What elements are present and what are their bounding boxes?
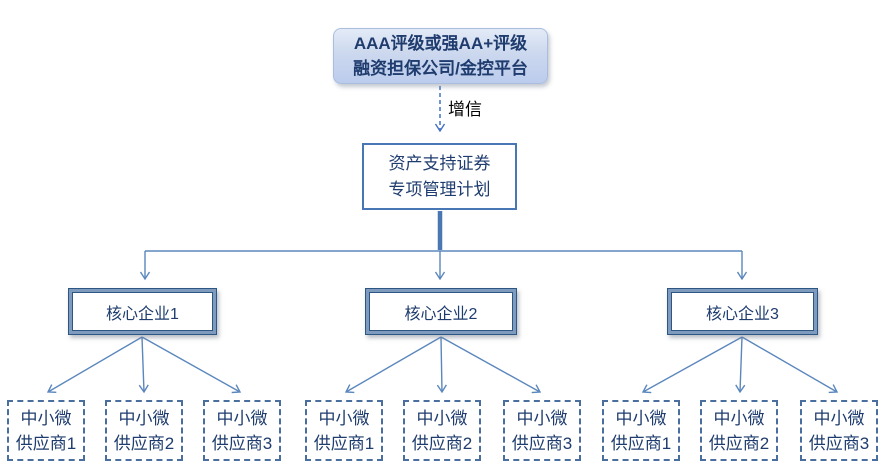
- supplier-line1: 中小微: [813, 408, 865, 428]
- arrow-core2-supplier2: [436, 336, 447, 394]
- arrow-core2-supplier3: [440, 336, 542, 394]
- arrow-core1-supplier1: [46, 336, 143, 394]
- arrow-core3-supplier2: [735, 336, 746, 394]
- core-enterprise-label-3: 核心企业3: [706, 305, 779, 323]
- abs-plan-box: 资产支持证券 专项管理计划: [362, 143, 517, 210]
- supplier-line1: 中小微: [713, 408, 765, 428]
- credit-enhancement-label: 增信: [448, 100, 482, 119]
- core-enterprise-label-2: 核心企业2: [404, 305, 478, 323]
- supplier-line1: 中小微: [416, 408, 468, 428]
- arrow-core3-supplier1: [641, 336, 743, 394]
- supplier-line1: 中小微: [118, 408, 170, 428]
- guarantor-line1: AAA评级或强AA+评级: [353, 34, 528, 53]
- supplier-line2: 供应商3: [211, 433, 273, 453]
- arrow-core2-supplier1: [344, 336, 442, 394]
- supplier-box-3-2: 中小微 供应商2: [700, 400, 778, 461]
- supplier-line2: 供应商1: [15, 433, 77, 453]
- supplier-line2: 供应商1: [610, 433, 672, 453]
- core-enterprise-box-1: 核心企业1: [68, 288, 217, 335]
- supplier-line2: 供应商3: [511, 433, 573, 453]
- supplier-line2: 供应商1: [313, 433, 375, 453]
- supplier-box-2-2: 中小微 供应商2: [403, 400, 481, 461]
- supplier-box-2-3: 中小微 供应商3: [503, 400, 581, 461]
- abs-plan-line2: 专项管理计划: [388, 179, 491, 199]
- supplier-line1: 中小微: [318, 408, 370, 428]
- supplier-box-1-2: 中小微 供应商2: [105, 400, 183, 461]
- supplier-box-3-1: 中小微 供应商1: [602, 400, 680, 461]
- core-enterprise-label-1: 核心企业1: [106, 305, 179, 323]
- arrow-core3-supplier3: [741, 336, 839, 394]
- supplier-line2: 供应商2: [411, 433, 473, 453]
- supplier-line1: 中小微: [516, 408, 568, 428]
- supplier-line2: 供应商2: [113, 433, 175, 453]
- supplier-line2: 供应商2: [708, 433, 770, 453]
- supplier-box-1-3: 中小微 供应商3: [203, 400, 281, 461]
- supplier-line1: 中小微: [615, 408, 667, 428]
- guarantor-box: AAA评级或强AA+评级 融资担保公司/金控平台: [333, 28, 548, 84]
- supplier-line1: 中小微: [216, 408, 268, 428]
- abs-plan-line1: 资产支持证券: [388, 153, 491, 173]
- supplier-line1: 中小微: [20, 408, 72, 428]
- supplier-box-3-3: 中小微 供应商3: [800, 400, 878, 461]
- arrow-core1-supplier3: [141, 336, 242, 394]
- supplier-box-1-1: 中小微 供应商1: [7, 400, 85, 461]
- core-enterprise-box-3: 核心企业3: [667, 288, 818, 335]
- arrow-core1-supplier2: [138, 336, 149, 394]
- supplier-line2: 供应商3: [808, 433, 870, 453]
- core-enterprise-box-2: 核心企业2: [365, 288, 517, 335]
- guarantor-line2: 融资担保公司/金控平台: [353, 59, 528, 78]
- supplier-box-2-1: 中小微 供应商1: [305, 400, 383, 461]
